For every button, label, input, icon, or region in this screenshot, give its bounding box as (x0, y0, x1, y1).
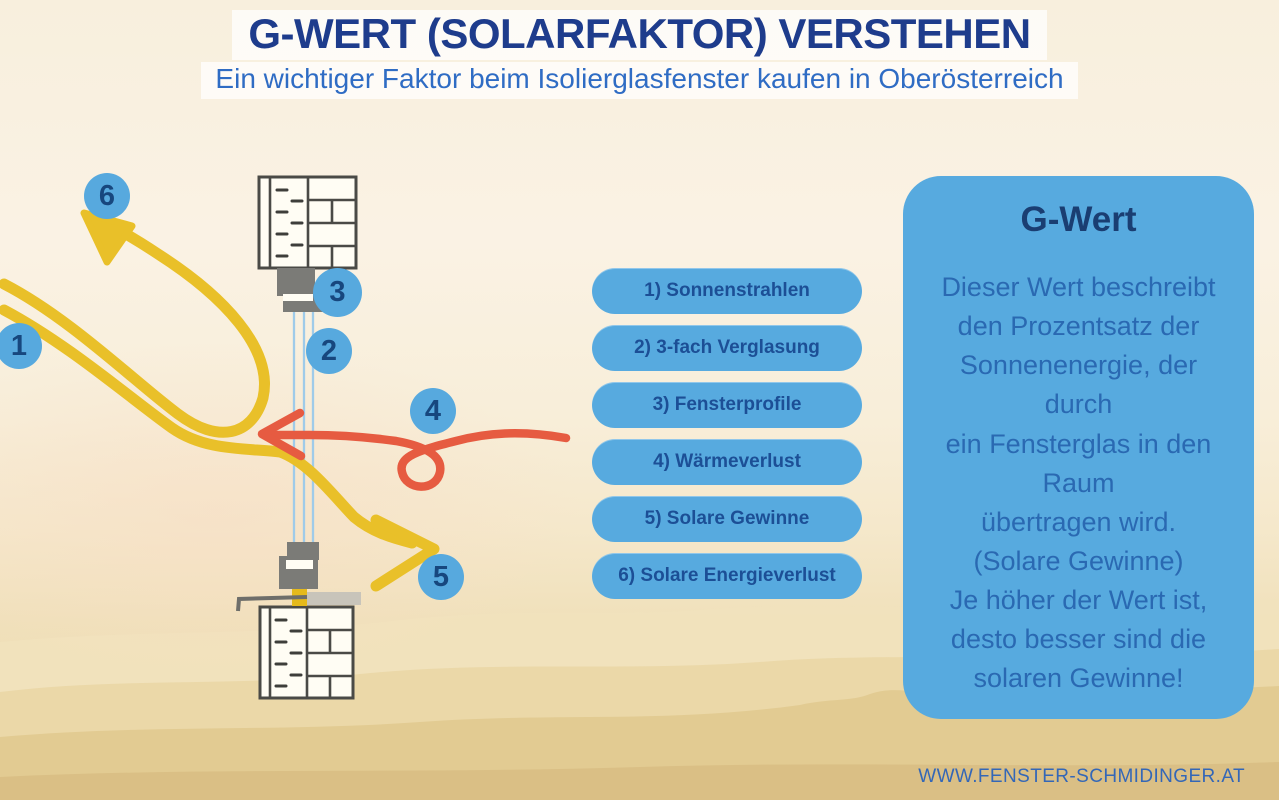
top-profile-notch (283, 294, 313, 301)
legend-button-sonnenstrahlen[interactable]: 1) Sonnenstrahlen (592, 268, 862, 314)
reflected-ray-path (0, 214, 270, 438)
legend-button-waermeverlust[interactable]: 4) Wärmeverlust (592, 439, 862, 485)
marker-3-profiles: 3 (313, 268, 362, 317)
legend-button-column: 1) Sonnenstrahlen 2) 3-fach Verglasung 3… (592, 268, 862, 599)
heat-loss-arrowhead (257, 408, 306, 461)
solar-gain-arrowhead (370, 514, 440, 592)
solar-loss-arrowhead (80, 209, 136, 266)
legend-button-solare-gewinne[interactable]: 5) Solare Gewinne (592, 496, 862, 542)
sill-edge-line (236, 595, 308, 612)
window-sill (307, 592, 361, 605)
bottom-wall-section (258, 605, 355, 700)
marker-4-heat-loss: 4 (410, 388, 456, 434)
legend-button-verglasung[interactable]: 2) 3-fach Verglasung (592, 325, 862, 371)
transmitted-ray-path (0, 304, 418, 549)
legend-button-solare-energieverlust[interactable]: 6) Solare Energieverlust (592, 553, 862, 599)
sun-ray-arrows (0, 214, 440, 592)
info-box-body: Dieser Wert beschreibt den Prozentsatz d… (941, 272, 1216, 694)
top-wall-section (257, 175, 358, 270)
website-link[interactable]: WWW.FENSTER-SCHMIDINGER.AT (918, 766, 1245, 787)
info-box-title: G-Wert (1020, 200, 1137, 239)
bottom-insulation-hatch (274, 618, 303, 688)
marker-2-glazing: 2 (306, 328, 352, 374)
legend-button-fensterprofile[interactable]: 3) Fensterprofile (592, 382, 862, 428)
top-insulation-hatch (275, 188, 304, 258)
g-wert-info-box: G-Wert Dieser Wert beschreibt den Prozen… (903, 176, 1254, 719)
window-profiles (277, 268, 325, 589)
marker-1-sun-rays: 1 (0, 323, 42, 369)
marker-6-solar-loss: 6 (84, 173, 130, 219)
heat-loss-arrow (257, 408, 571, 491)
page-subtitle: Ein wichtiger Faktor beim Isolierglasfen… (201, 62, 1078, 100)
bottom-profile-notch (286, 560, 313, 569)
marker-5-solar-gain: 5 (418, 554, 464, 600)
page-title: G-WERT (SOLARFAKTOR) VERSTEHEN (232, 10, 1047, 61)
header: G-WERT (SOLARFAKTOR) VERSTEHEN Ein wicht… (0, 10, 1279, 100)
window-cross-section-diagram (0, 175, 571, 700)
